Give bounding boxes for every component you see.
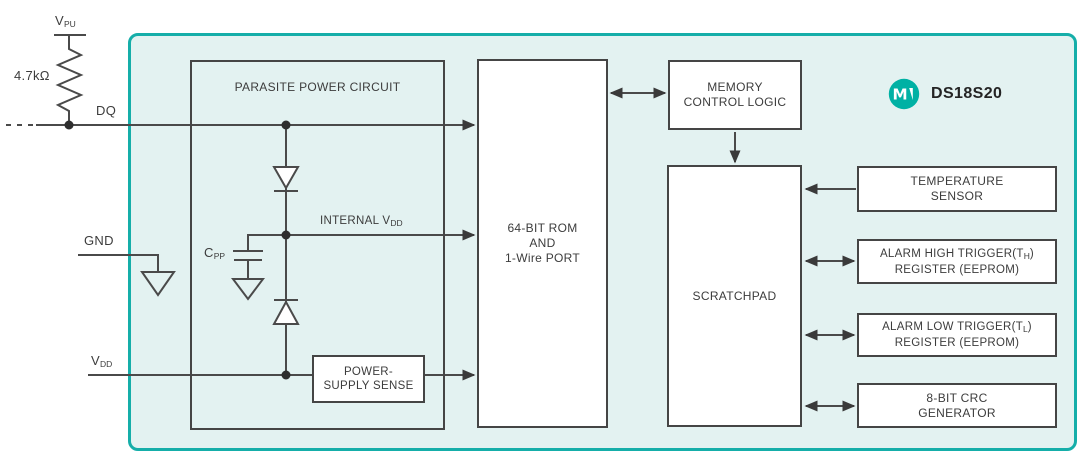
block-label: ALARM LOW TRIGGER(TL)	[882, 321, 1032, 334]
block-label: TEMPERATURE	[910, 174, 1004, 188]
block-label: 64-BIT ROM	[507, 221, 578, 235]
scratchpad-block: SCRATCHPAD	[667, 165, 802, 427]
svg-text:M: M	[892, 86, 907, 104]
junction-dot	[281, 230, 291, 240]
brand-badge: M DS18S20	[888, 78, 1002, 110]
block-label: CONTROL LOGIC	[683, 95, 787, 109]
pullup-resistor-symbol	[55, 35, 84, 125]
block-label: SUPPLY SENSE	[323, 380, 414, 392]
temperature-sensor-block: TEMPERATURE SENSOR	[857, 166, 1057, 212]
rom-1wire-port-block: 64-BIT ROM AND 1-Wire PORT	[477, 59, 608, 428]
alarm-high-trigger-block: ALARM HIGH TRIGGER(TH) REGISTER (EEPROM)	[857, 239, 1057, 284]
block-label: 8-BIT CRC	[926, 390, 988, 405]
diode-symbol	[272, 299, 300, 325]
internal-vdd-label: INTERNAL VDD	[320, 215, 403, 228]
crc-generator-block: 8-BIT CRC GENERATOR	[857, 383, 1057, 428]
block-label: AND	[529, 236, 556, 250]
block-label: POWER-	[343, 366, 394, 378]
block-label: MEMORY	[707, 80, 763, 94]
cpp-label: CPP	[204, 245, 226, 261]
block-label: SENSOR	[930, 189, 984, 203]
junction-dot	[281, 370, 291, 380]
junction-dot	[281, 120, 291, 130]
vdd-pin-label: VDD	[91, 353, 113, 369]
part-number: DS18S20	[931, 85, 1003, 102]
cpp-branch-wire	[247, 234, 286, 250]
power-supply-sense-block: POWER- SUPPLY SENSE	[312, 355, 425, 403]
block-label: ALARM HIGH TRIGGER(TH)	[879, 247, 1035, 261]
vpu-label: VPU	[55, 13, 76, 29]
dq-pin-label: DQ	[96, 103, 117, 118]
memory-control-logic-block: MEMORY CONTROL LOGIC	[668, 60, 802, 130]
ground-symbol	[140, 271, 176, 297]
ground-symbol	[231, 278, 265, 301]
junction-dot	[64, 120, 74, 130]
resistor-value-label: 4.7kΩ	[14, 68, 50, 83]
alarm-low-trigger-block: ALARM LOW TRIGGER(TL) REGISTER (EEPROM)	[857, 313, 1057, 357]
gnd-wire	[78, 254, 159, 272]
parasite-power-circuit-title: PARASITE POWER CIRCUIT	[234, 80, 401, 94]
block-label: SCRATCHPAD	[692, 288, 777, 303]
block-label: 1-Wire PORT	[504, 251, 581, 265]
maxim-logo-icon: M	[888, 78, 920, 110]
block-label: GENERATOR	[918, 405, 996, 420]
gnd-pin-label: GND	[84, 233, 114, 248]
parasite-power-circuit-box: PARASITE POWER CIRCUIT	[190, 60, 445, 430]
block-label: REGISTER (EEPROM)	[894, 337, 1020, 349]
diode-symbol	[272, 166, 300, 191]
block-label: REGISTER (EEPROM)	[894, 263, 1020, 276]
